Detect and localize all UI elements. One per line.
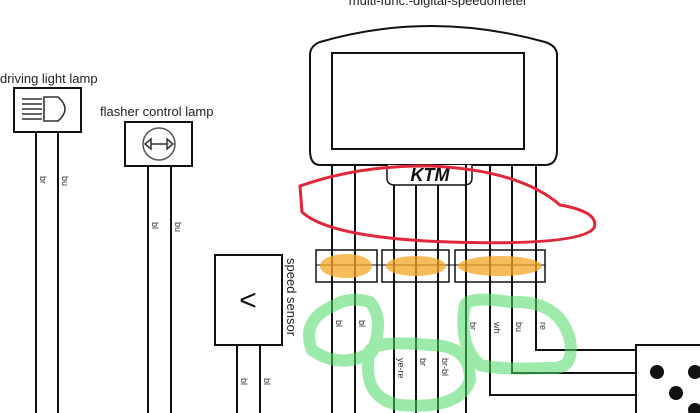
speedometer-title: multi-func.-digital-speedometer (349, 0, 528, 8)
display-screen (331, 52, 525, 150)
connector (315, 249, 378, 283)
wire-label: bl (334, 320, 344, 327)
sensor-symbol: < (239, 284, 257, 317)
wire-label: br-bl (440, 358, 450, 376)
flasher-label: flasher control lamp (100, 104, 213, 119)
connector (454, 249, 546, 283)
speedometer: KTM bl bl ye-re br br-bl br wh bu re (309, 25, 640, 413)
wire-label: bl (357, 320, 367, 327)
wire-label: br (418, 358, 428, 366)
wire-label: re (538, 322, 548, 330)
ktm-logo: KTM (411, 165, 451, 185)
wire-label: bl (239, 378, 249, 385)
wire-label: bu (173, 222, 183, 232)
wire-label: bu (60, 176, 70, 186)
wire-label: ye-re (396, 358, 406, 379)
flasher-control-lamp: flasher control lamp bl bu (100, 104, 213, 413)
wire-label: br (38, 176, 48, 184)
wire-label: bu (514, 322, 524, 332)
red-annotation (298, 164, 597, 245)
orange-highlights (320, 254, 542, 278)
connector (381, 249, 450, 283)
driving-light-lamp: driving light lamp br bu (0, 71, 98, 413)
wire-label: bl (150, 222, 160, 229)
turn-signal-icon (142, 127, 176, 161)
wire-label: wh (492, 321, 502, 334)
wire-label: bl (262, 378, 272, 385)
wire-label: br (468, 322, 478, 330)
headlight-icon (22, 96, 66, 122)
green-annotations (302, 293, 577, 412)
driving-light-label: driving light lamp (0, 71, 98, 86)
speed-sensor-label: speed sensor (284, 258, 299, 337)
speed-sensor: < speed sensor bl bl (214, 254, 299, 413)
right-connector (635, 344, 700, 413)
